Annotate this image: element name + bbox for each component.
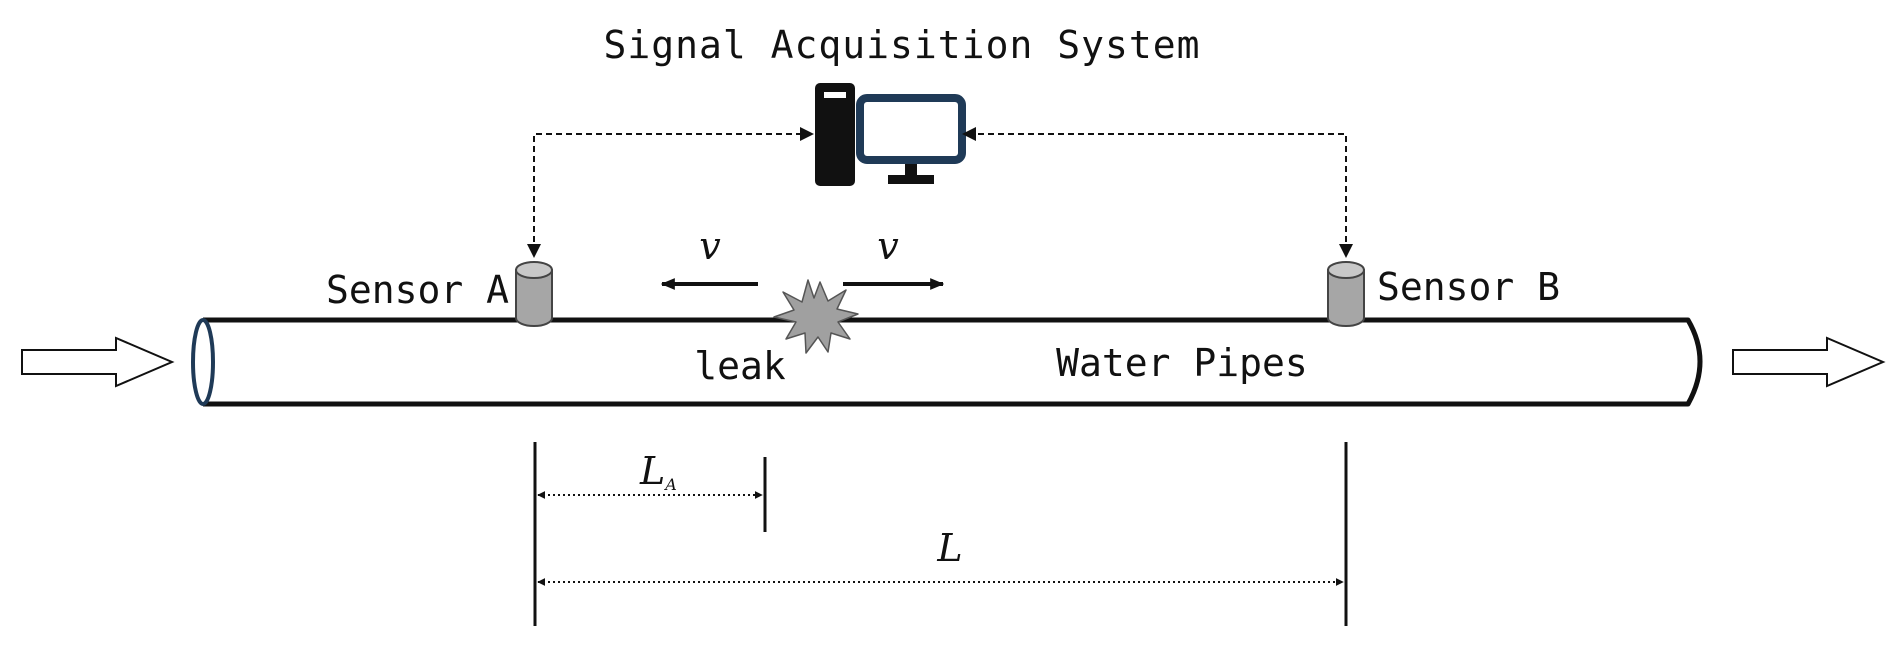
sensor-a-cylinder-icon <box>515 261 553 327</box>
arrowhead-to-computer-right <box>962 127 976 141</box>
velocity-label-left: v <box>699 224 721 268</box>
sensor-b-label: Sensor B <box>1377 265 1560 309</box>
distance-l-label: L <box>936 526 962 570</box>
desktop-computer-icon <box>815 83 966 186</box>
signal-link-b <box>962 127 1353 258</box>
arrowhead-to-sensor-b <box>1339 244 1353 258</box>
water-pipe <box>191 317 1703 407</box>
diagram-title: Signal Acquisition System <box>604 23 1201 67</box>
sensor-b-cylinder-icon <box>1327 261 1365 327</box>
pipe-left-opening <box>191 318 215 406</box>
sensor-a-label: Sensor A <box>326 268 509 312</box>
computer-monitor <box>856 94 966 164</box>
pipe-body <box>203 317 1703 407</box>
arrowhead-to-sensor-a <box>527 244 541 258</box>
outflow-arrow-icon <box>1732 336 1886 388</box>
computer-tower-slot <box>824 92 846 98</box>
leak-label: leak <box>694 344 786 388</box>
arrowhead-to-computer-left <box>800 127 814 141</box>
distance-la-label: LA <box>639 449 677 494</box>
starburst-leak-icon <box>773 279 859 354</box>
distance-la-subscript: A <box>663 475 677 494</box>
computer-monitor-base <box>888 175 934 184</box>
computer-monitor-neck <box>905 164 917 176</box>
signal-link-a <box>527 127 814 258</box>
pipe-label: Water Pipes <box>1056 341 1308 385</box>
distance-la-main: L <box>639 449 665 493</box>
computer-tower <box>815 83 855 186</box>
velocity-label-right: v <box>877 224 899 268</box>
inflow-arrow-icon <box>21 336 175 388</box>
